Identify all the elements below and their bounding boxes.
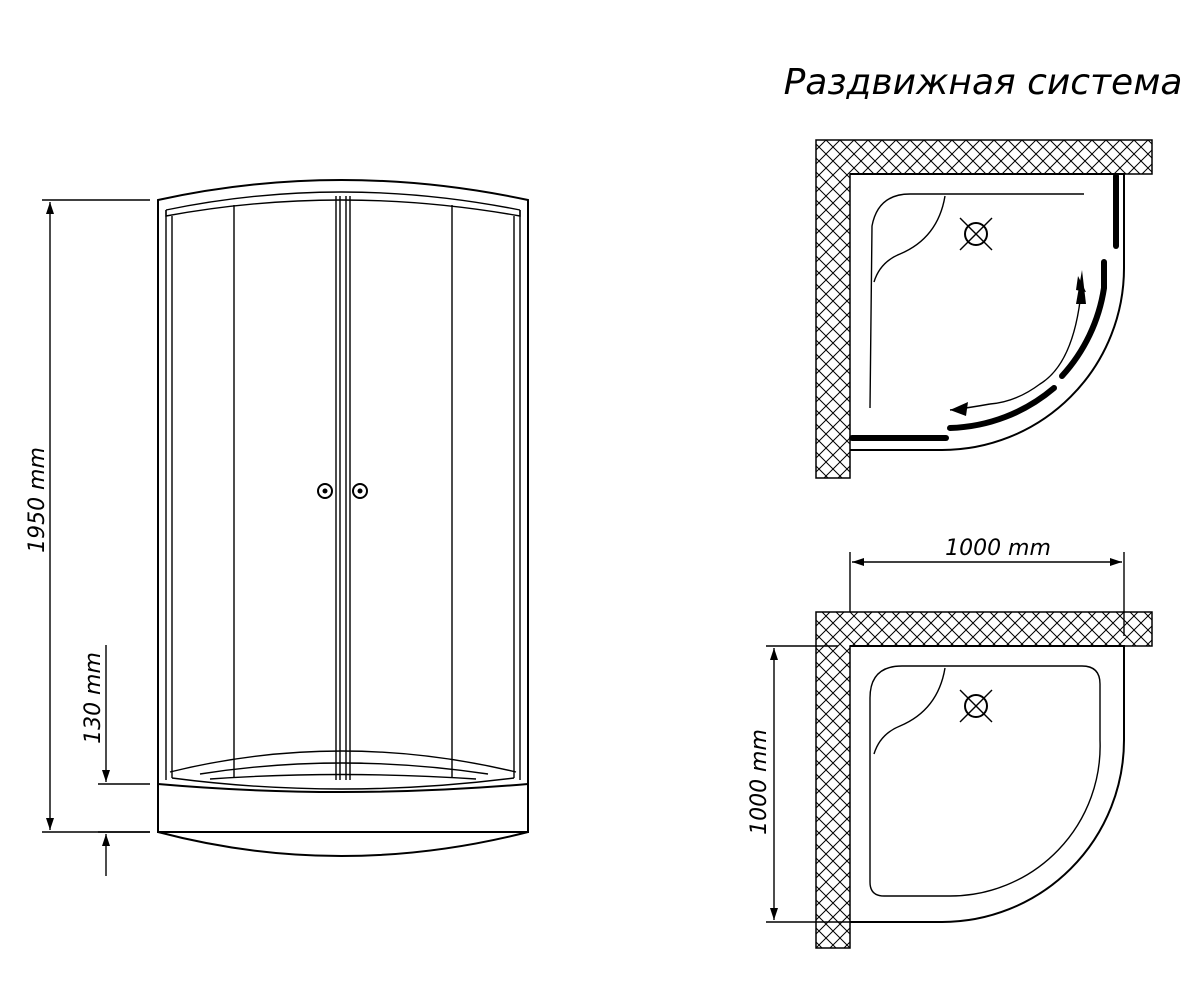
- top-profile: [165, 191, 521, 211]
- width-label: 1000 mm: [945, 536, 1051, 561]
- wall-hatch: [815, 611, 1153, 949]
- sliding-panel: [947, 385, 1057, 431]
- door-handle-icon: [352, 483, 368, 499]
- tray-height-label: 130 mm: [81, 652, 106, 744]
- height-label: 1950 mm: [25, 447, 50, 553]
- tray-bottom: [157, 831, 529, 857]
- cabin-outline: [850, 173, 1125, 451]
- drain-icon: [959, 217, 993, 251]
- front-view: [157, 179, 529, 857]
- dimension-tray-height: 130 mm: [81, 645, 150, 876]
- sliding-panel: [1059, 259, 1107, 379]
- drain-icon: [959, 689, 993, 723]
- dimension-height: 1950 mm: [25, 199, 150, 833]
- cabin-outer-frame: [157, 179, 529, 833]
- tray-outline: [850, 645, 1125, 923]
- sliding-system-plan: [815, 139, 1153, 479]
- door-handle-icon: [317, 483, 333, 499]
- diagram-title: Раздвижная система: [784, 62, 1183, 103]
- tray-top: [157, 783, 529, 793]
- slide-arrow-left: [950, 402, 968, 416]
- slide-arrow-up: [989, 281, 1083, 405]
- dimension-plan: 1000 mm 1000 mm: [747, 536, 1153, 949]
- depth-label: 1000 mm: [747, 729, 772, 835]
